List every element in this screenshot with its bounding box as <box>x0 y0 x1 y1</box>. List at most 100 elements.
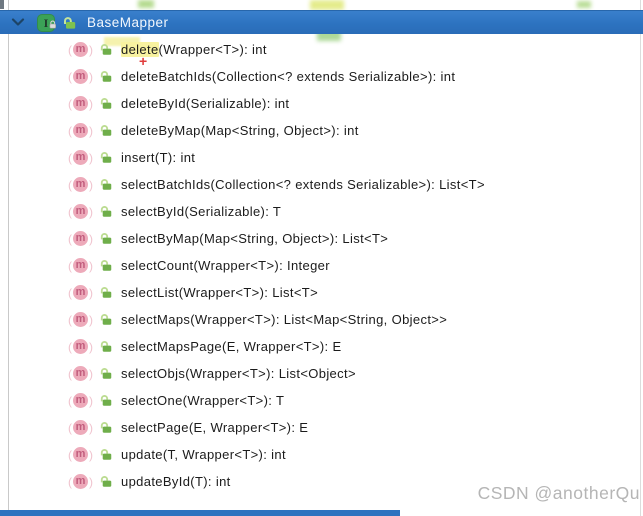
method-icon-paren: ( <box>68 177 72 192</box>
method-icon-paren: ) <box>89 339 93 354</box>
public-lock-icon <box>99 340 112 353</box>
method-icon: (m) <box>67 312 94 327</box>
method-signature: update(T, Wrapper<T>): int <box>121 447 286 462</box>
method-icon-paren: ) <box>89 42 93 57</box>
method-icon-paren: ( <box>68 258 72 273</box>
watermark: CSDN @anotherQu <box>477 483 640 503</box>
method-row[interactable]: (m) selectList(Wrapper<T>): List<T> <box>0 279 643 306</box>
plus-marker: + <box>139 53 148 69</box>
method-row[interactable]: (m) selectObjs(Wrapper<T>): List<Object> <box>0 360 643 387</box>
method-icon-paren: ) <box>89 285 93 300</box>
method-icon-paren: ) <box>89 96 93 111</box>
method-icon: (m) <box>67 123 94 138</box>
method-row[interactable]: (m) selectCount(Wrapper<T>): Integer <box>0 252 643 279</box>
method-icon-paren: ) <box>89 420 93 435</box>
method-icon: (m) <box>67 393 94 408</box>
method-icon: (m) <box>67 204 94 219</box>
method-icon: (m) <box>67 447 94 462</box>
method-icon-letter: m <box>73 474 88 489</box>
corner-artifact <box>0 0 4 9</box>
method-signature: selectMapsPage(E, Wrapper<T>): E <box>121 339 342 354</box>
chevron-down-icon[interactable] <box>11 18 25 27</box>
public-lock-icon <box>99 286 112 299</box>
method-icon-paren: ( <box>68 447 72 462</box>
method-signature: selectMaps(Wrapper<T>): List<Map<String,… <box>121 312 448 327</box>
method-icon: (m) <box>67 69 94 84</box>
method-icon-paren: ) <box>89 231 93 246</box>
method-signature: selectPage(E, Wrapper<T>): E <box>121 420 309 435</box>
method-icon-paren: ( <box>68 312 72 327</box>
method-icon: (m) <box>67 366 94 381</box>
method-icon-letter: m <box>73 231 88 246</box>
method-row[interactable]: (m) updateById(T): int <box>0 468 643 495</box>
interface-tree-node[interactable]: I BaseMapper <box>0 10 643 34</box>
method-icon-letter: m <box>73 447 88 462</box>
method-icon-paren: ) <box>89 204 93 219</box>
method-icon-paren: ( <box>68 285 72 300</box>
method-icon-letter: m <box>73 366 88 381</box>
method-icon-letter: m <box>73 312 88 327</box>
search-highlight: delete <box>121 42 159 57</box>
method-icon-paren: ) <box>89 123 93 138</box>
method-icon-paren: ) <box>89 177 93 192</box>
public-lock-icon <box>99 97 112 110</box>
method-signature: selectList(Wrapper<T>): List<T> <box>121 285 319 300</box>
method-icon-paren: ( <box>68 42 72 57</box>
method-row[interactable]: (m) selectByMap(Map<String, Object>): Li… <box>0 225 643 252</box>
interface-letter: I <box>43 15 49 30</box>
method-signature: selectById(Serializable): T <box>121 204 282 219</box>
method-row[interactable]: (m) selectBatchIds(Collection<? extends … <box>0 171 643 198</box>
public-lock-icon <box>99 232 112 245</box>
method-icon-paren: ) <box>89 312 93 327</box>
compression-artifact <box>104 37 140 46</box>
method-row[interactable]: (m) deleteById(Serializable): int <box>0 90 643 117</box>
public-lock-icon <box>62 16 76 30</box>
method-icon: (m) <box>67 150 94 165</box>
method-row[interactable]: (m) selectPage(E, Wrapper<T>): E <box>0 414 643 441</box>
public-lock-icon <box>99 151 112 164</box>
method-row[interactable]: (m) selectById(Serializable): T <box>0 198 643 225</box>
method-icon-letter: m <box>73 69 88 84</box>
method-signature: selectOne(Wrapper<T>): T <box>121 393 285 408</box>
method-signature: selectBatchIds(Collection<? extends Seri… <box>121 177 485 192</box>
method-row[interactable]: (m) selectMaps(Wrapper<T>): List<Map<Str… <box>0 306 643 333</box>
method-icon: (m) <box>67 474 94 489</box>
method-icon-letter: m <box>73 150 88 165</box>
method-row[interactable]: (m) selectOne(Wrapper<T>): T <box>0 387 643 414</box>
method-row[interactable]: (m) insert(T): int <box>0 144 643 171</box>
method-icon-paren: ( <box>68 339 72 354</box>
method-icon-paren: ( <box>68 366 72 381</box>
method-icon: (m) <box>67 420 94 435</box>
method-list: (m) delete(Wrapper<T>): int (m) deleteBa… <box>0 36 643 495</box>
method-icon: (m) <box>67 42 94 57</box>
method-icon-paren: ( <box>68 150 72 165</box>
method-icon-letter: m <box>73 96 88 111</box>
method-row[interactable]: (m) selectMapsPage(E, Wrapper<T>): E <box>0 333 643 360</box>
method-row[interactable]: (m) deleteByMap(Map<String, Object>): in… <box>0 117 643 144</box>
method-icon-paren: ) <box>89 69 93 84</box>
method-icon-letter: m <box>73 393 88 408</box>
method-signature: deleteById(Serializable): int <box>121 96 290 111</box>
public-lock-icon <box>99 421 112 434</box>
method-row[interactable]: (m) deleteBatchIds(Collection<? extends … <box>0 63 643 90</box>
public-lock-icon <box>99 205 112 218</box>
bottom-blue-bar <box>0 510 400 516</box>
mini-lock-icon <box>49 16 57 34</box>
method-icon: (m) <box>67 339 94 354</box>
method-icon-letter: m <box>73 123 88 138</box>
method-icon-letter: m <box>73 204 88 219</box>
method-icon-paren: ) <box>89 150 93 165</box>
compression-artifact <box>138 0 154 8</box>
public-lock-icon <box>99 394 112 407</box>
method-icon-paren: ( <box>68 474 72 489</box>
method-icon: (m) <box>67 285 94 300</box>
panel-right-border <box>640 0 641 516</box>
method-row[interactable]: (m) update(T, Wrapper<T>): int <box>0 441 643 468</box>
method-row[interactable]: (m) delete(Wrapper<T>): int <box>0 36 643 63</box>
public-lock-icon <box>99 313 112 326</box>
method-icon-paren: ( <box>68 123 72 138</box>
method-icon-letter: m <box>73 420 88 435</box>
method-icon-paren: ( <box>68 393 72 408</box>
method-signature: deleteByMap(Map<String, Object>): int <box>121 123 359 138</box>
